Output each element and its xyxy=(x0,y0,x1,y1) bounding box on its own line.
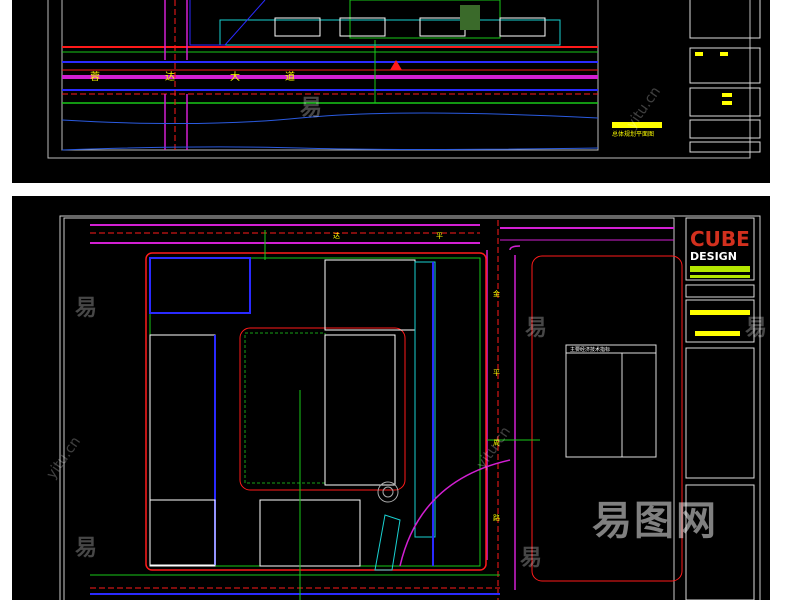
bottom-site-plan xyxy=(59,215,761,600)
table-title: 主要经济技术指标 xyxy=(570,346,610,353)
road-label: 大 xyxy=(230,70,240,83)
top-drawing-panel xyxy=(12,0,770,183)
road-label: 路 xyxy=(493,513,500,522)
road-label: 平 xyxy=(436,232,443,240)
road-label: 达 xyxy=(165,71,175,83)
road-label: 道 xyxy=(285,70,295,83)
bottom-title-block xyxy=(685,217,755,600)
bottom-drawing-panel xyxy=(12,196,770,600)
top-title-block xyxy=(689,0,761,153)
indicator-table xyxy=(565,344,657,458)
logo-cube: CUBE xyxy=(690,227,750,251)
logo-design: DESIGN xyxy=(690,250,737,263)
road-label: 平 xyxy=(493,369,500,377)
top-site-plan xyxy=(47,0,751,159)
road-label: 金 xyxy=(493,289,500,298)
drawing-title: 总体规划平面图 xyxy=(612,130,654,138)
watermark-brand: 易图网 xyxy=(592,498,718,544)
road-label: 达 xyxy=(333,231,340,240)
road-label: 蓉 xyxy=(90,70,100,83)
road-label: 周 xyxy=(493,439,500,447)
